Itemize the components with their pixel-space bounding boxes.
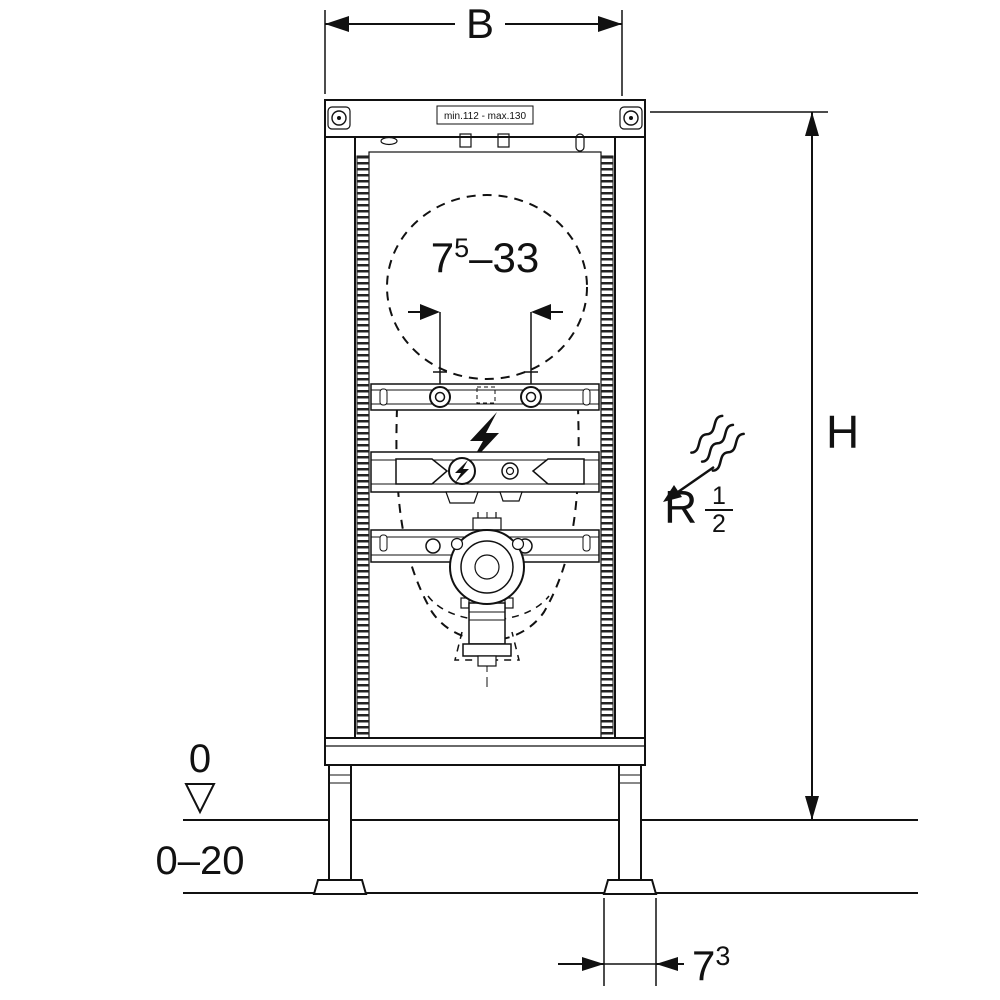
- bracket-tab-left: [445, 491, 479, 504]
- slot-oval: [380, 136, 398, 146]
- flange-screw-right: [511, 537, 525, 551]
- toothed-rail-right: [600, 155, 614, 735]
- drain-assembly: [449, 529, 525, 667]
- valve-port: [501, 462, 519, 480]
- upper-fixing-rail: [370, 383, 600, 411]
- fixing-bolt-left: [429, 386, 451, 408]
- fixing-spacing-label: 75–33: [431, 233, 539, 281]
- lightning-bolt-small-icon: [455, 460, 469, 483]
- left-rail: [324, 99, 356, 766]
- arrowhead: [598, 16, 622, 32]
- floor-datum-zero: 0: [189, 737, 211, 781]
- foot-plate-left: [312, 879, 368, 895]
- mounting-frame: min.112 - max.130: [312, 99, 658, 895]
- dimension-b: B: [324, 0, 623, 96]
- flush-control-rail: [370, 451, 600, 504]
- frame-adjustment-note: min.112 - max.130: [444, 111, 527, 122]
- arrowhead: [656, 957, 678, 971]
- arrowhead: [663, 485, 682, 502]
- hook-bracket-right: [497, 133, 510, 148]
- datum-triangle-icon: [184, 783, 216, 815]
- arrowhead: [805, 796, 819, 820]
- toothed-rail-left: [356, 155, 370, 735]
- center-mark: [476, 386, 496, 404]
- water-supply-frac-num: 1: [712, 482, 726, 510]
- dim-h-label: H: [826, 406, 859, 458]
- adjustment-note-plate: [436, 105, 534, 125]
- corner-screw-right: [619, 106, 643, 130]
- water-supply-label: R: [664, 481, 697, 533]
- arrowhead: [582, 957, 604, 971]
- dimension-h: H: [650, 111, 859, 820]
- support-feet: [312, 762, 658, 895]
- foot-plate-dim-label: 73: [692, 941, 730, 989]
- bottom-crossbar: [324, 737, 646, 766]
- floor-datum-marker: 0 0–20: [156, 737, 245, 883]
- water-supply-frac-den: 2: [712, 510, 726, 538]
- hook-bracket-left: [459, 133, 472, 148]
- drain-pipe: [468, 602, 506, 645]
- arrowhead: [805, 112, 819, 136]
- arrowhead: [325, 16, 349, 32]
- drain-flange: [462, 643, 512, 657]
- water-waves-icon: [690, 414, 745, 472]
- floor-range-label: 0–20: [156, 839, 245, 883]
- foot-plate-right: [602, 879, 658, 895]
- corner-screw-left: [327, 106, 351, 130]
- flange-screw-left: [450, 537, 464, 551]
- slot-vertical: [575, 133, 585, 152]
- fixing-spacing-dimension: 75–33: [408, 233, 563, 392]
- water-supply-symbol: R 1 2: [663, 414, 745, 538]
- dim-b-label: B: [466, 0, 494, 47]
- dimension-foot-plate: 73: [558, 898, 730, 989]
- right-rail: [614, 99, 646, 766]
- fixing-bolt-right: [520, 386, 542, 408]
- slider-bracket-right: [531, 458, 585, 485]
- floor-lines: [183, 819, 918, 894]
- bracket-tab-right: [499, 491, 523, 502]
- arrowhead: [420, 304, 440, 320]
- lightning-bolt-icon: [470, 412, 499, 464]
- slider-bracket-left: [395, 458, 449, 485]
- drain-tab: [477, 655, 497, 667]
- top-crossbar: min.112 - max.130: [324, 99, 646, 152]
- arrowhead: [531, 304, 551, 320]
